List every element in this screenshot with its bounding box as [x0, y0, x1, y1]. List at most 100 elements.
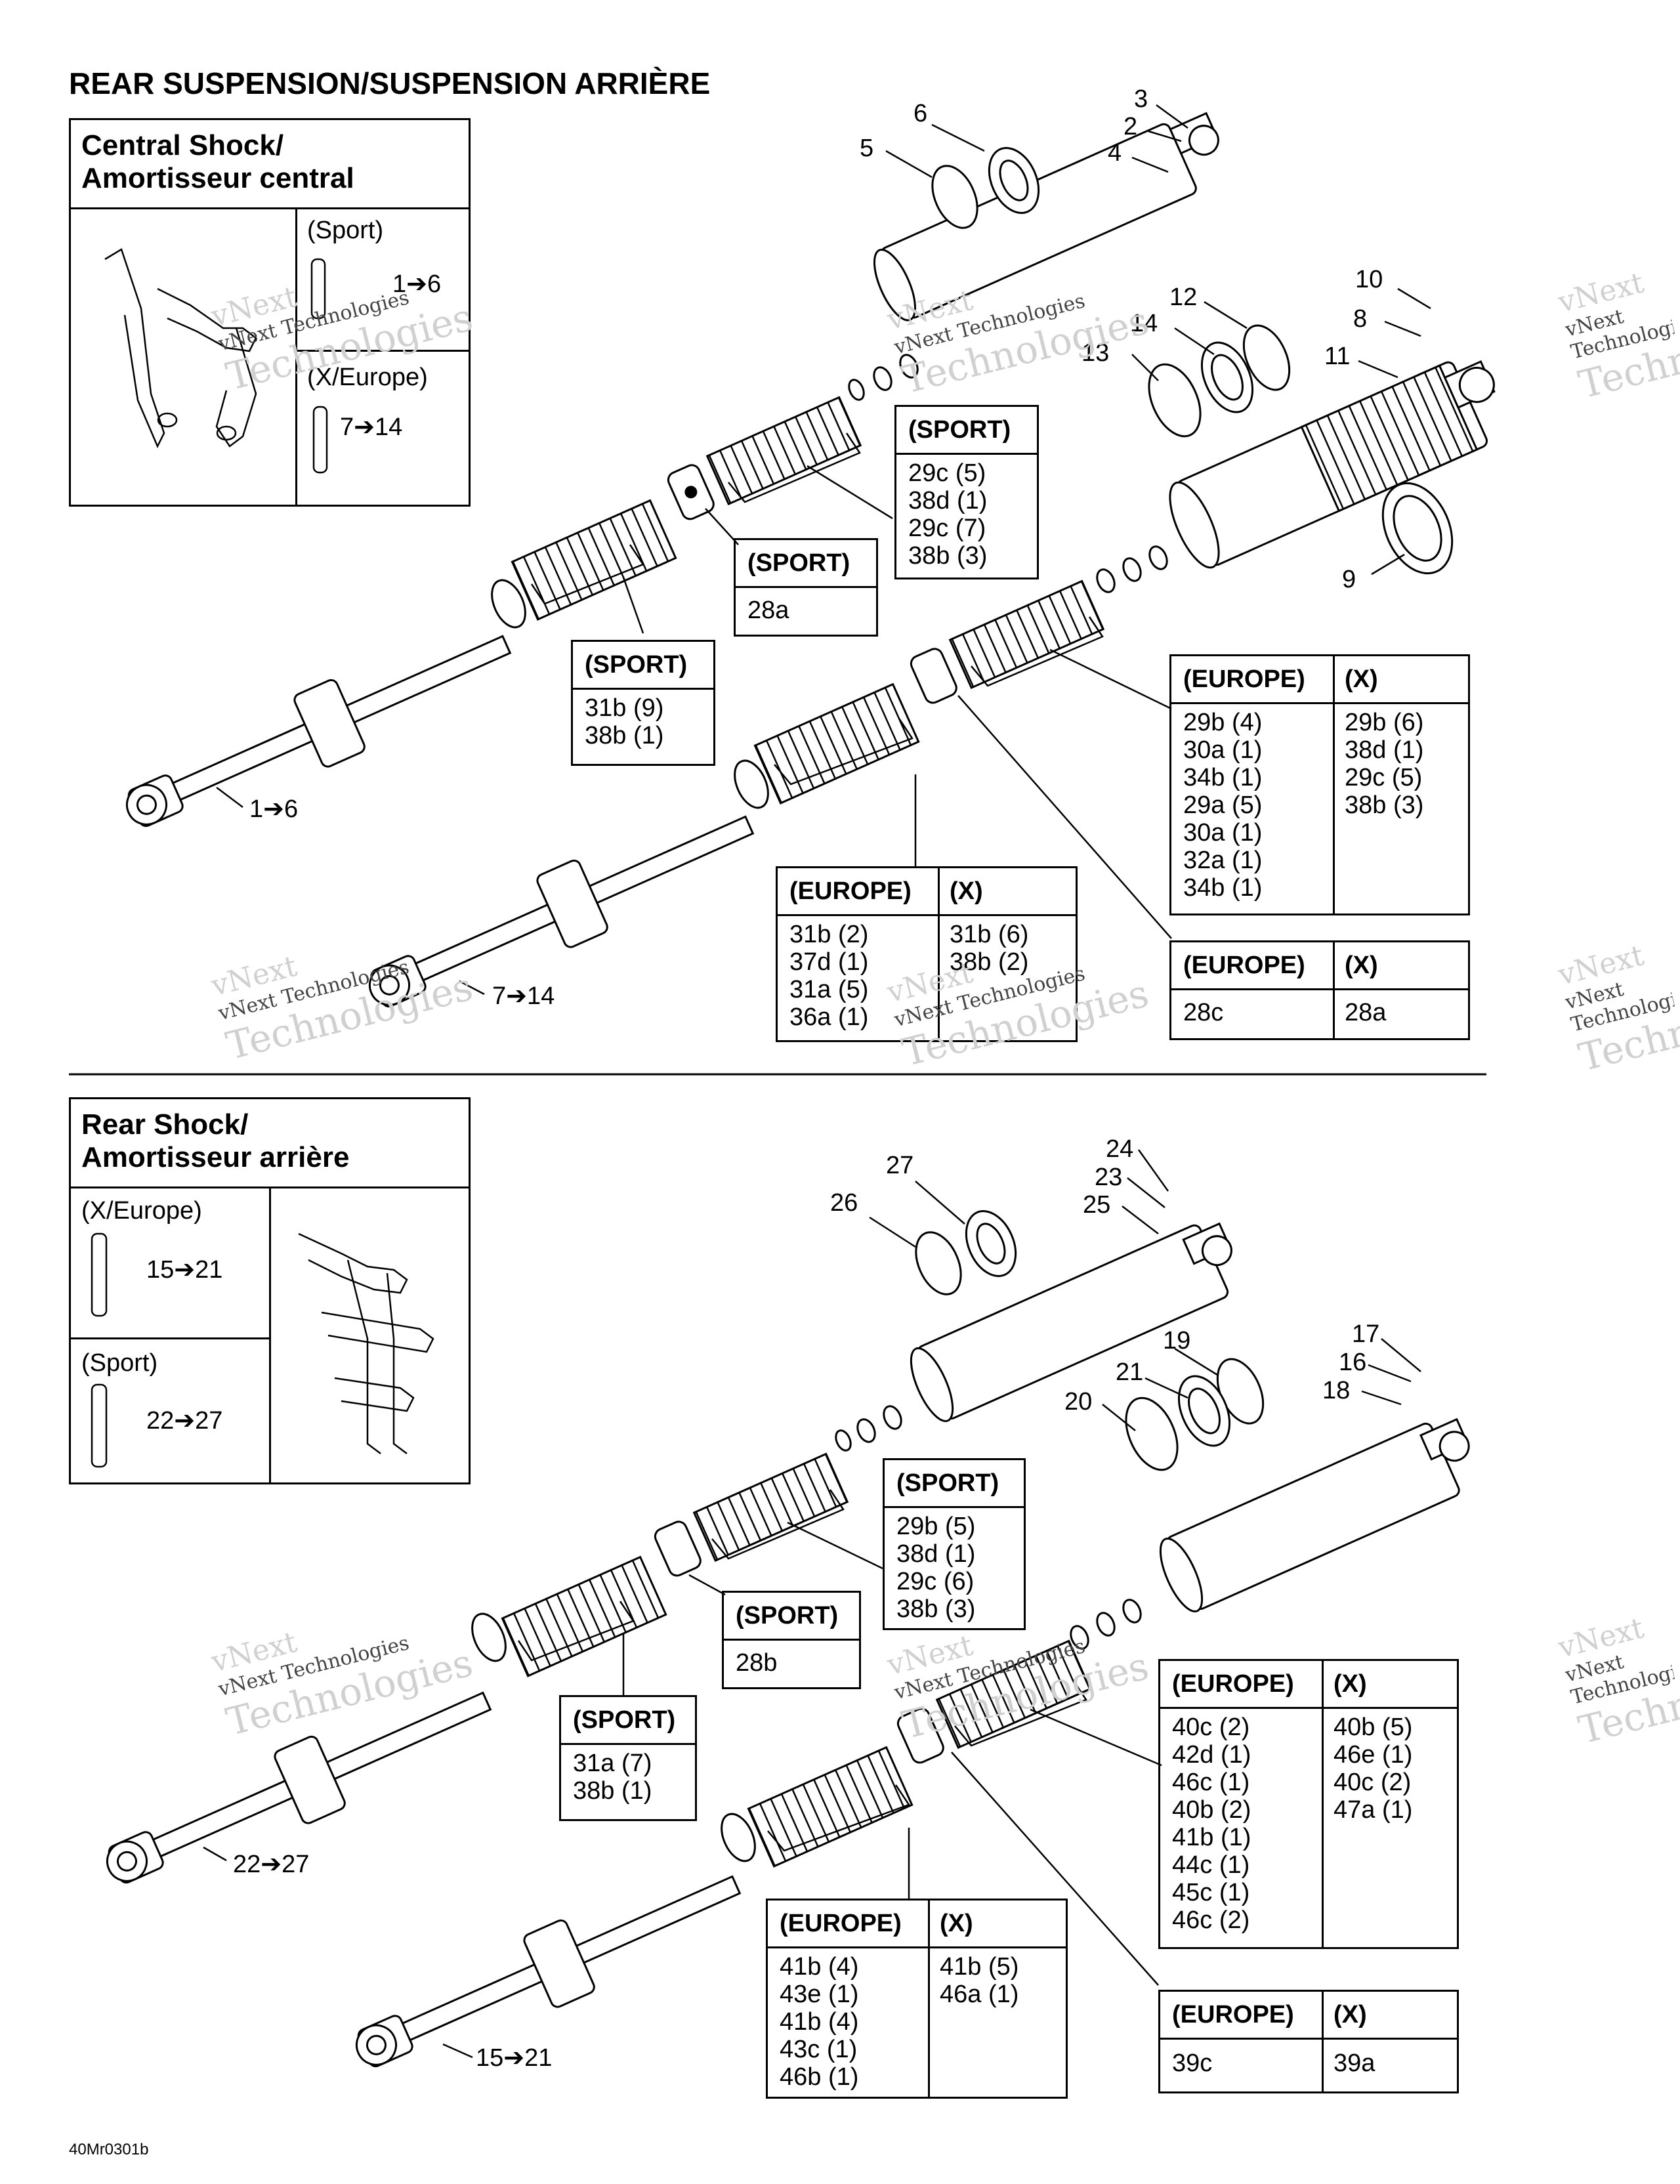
table-header: (X) [940, 1910, 973, 1937]
rear-x-europe-assembly [355, 1358, 1470, 2068]
callout-number: 9 [1342, 566, 1356, 593]
rear-sport-assembly [106, 1210, 1232, 1884]
x-europe-range-label: 15➔21 [146, 1256, 223, 1284]
x-europe-variant-label: (X/Europe) [81, 1197, 202, 1225]
table-header: (SPORT) [736, 1602, 839, 1629]
central-shock-title-line1: Central Shock/ [81, 129, 284, 161]
table-cell: 41b (5) 46a (1) [940, 1953, 1019, 2008]
table-cell: 31b (6) 38b (2) [950, 921, 1029, 976]
callout-number: 21 [1116, 1358, 1144, 1386]
callout-number: 5 [860, 135, 874, 162]
leader-lines [203, 104, 1431, 2059]
parts-table-europe-x: (EUROPE) (X) 29b (4) 30a (1) 34b (1) 29a… [1169, 654, 1470, 915]
parts-table-sport: (SPORT) 31a (7) 38b (1) [559, 1695, 697, 1821]
table-cell: 28a [747, 597, 789, 624]
table-header: (X) [1334, 2001, 1367, 2028]
central-shock-index-box: Central Shock/ Amortisseur central (Spor… [69, 118, 471, 507]
table-cell: 39c [1172, 2049, 1213, 2077]
inset-sketches [91, 248, 434, 1468]
callout-range: 15➔21 [476, 2044, 553, 2072]
divider [295, 207, 297, 505]
callout-range: 22➔27 [233, 1851, 310, 1878]
table-cell: 28b [736, 1649, 778, 1677]
table-cell: 29b (4) 30a (1) 34b (1) 29a (5) 30a (1) … [1183, 709, 1263, 902]
callout-number: 10 [1355, 266, 1383, 293]
sport-variant-label: (Sport) [81, 1349, 158, 1377]
callout-number: 19 [1163, 1327, 1191, 1354]
parts-table-sport: (SPORT) 29c (5) 38d (1) 29c (7) 38b (3) [894, 405, 1039, 579]
table-header: (EUROPE) [780, 1910, 902, 1937]
callout-number: 20 [1064, 1388, 1093, 1416]
callout-number: 8 [1353, 305, 1368, 333]
table-header: (EUROPE) [789, 877, 912, 905]
figure-code: 40Mr0301b [69, 2141, 149, 2158]
rear-shock-title-line2: Amortisseur arrière [81, 1141, 350, 1173]
table-cell: 40b (5) 46e (1) 40c (2) 47a (1) [1334, 1713, 1413, 1824]
callout-number: 14 [1130, 310, 1158, 337]
rear-shock-index-box: Rear Shock/ Amortisseur arrière (X/Europ… [69, 1097, 471, 1484]
divider [295, 350, 469, 352]
divider [71, 1337, 269, 1339]
table-cell: 29b (6) 38d (1) 29c (5) 38b (3) [1345, 709, 1424, 819]
parts-table-europe-x: (EUROPE) (X) 39c 39a [1158, 1990, 1459, 2093]
divider [71, 207, 469, 209]
table-header: (SPORT) [896, 1469, 999, 1497]
callout-number: 4 [1108, 139, 1122, 167]
x-europe-range-label: 7➔14 [340, 413, 403, 441]
table-cell: 41b (4) 43e (1) 41b (4) 43c (1) 46b (1) [780, 1953, 859, 2091]
table-header: (SPORT) [573, 1706, 676, 1734]
central-x-europe-assembly [368, 324, 1496, 1008]
parts-table-sport: (SPORT) 28b [722, 1591, 861, 1689]
parts-table-sport: (SPORT) 28a [734, 538, 878, 637]
table-header: (X) [1345, 665, 1378, 693]
callout-number: 11 [1324, 343, 1351, 370]
callout-number: 13 [1082, 339, 1110, 367]
table-cell: 31a (7) 38b (1) [573, 1750, 652, 1805]
table-cell: 29c (5) 38d (1) 29c (7) 38b (3) [908, 459, 988, 570]
callout-number: 18 [1322, 1377, 1351, 1404]
table-header: (SPORT) [747, 549, 850, 577]
divider [269, 1186, 271, 1482]
parts-table-europe-x: (EUROPE) (X) 31b (2) 37d (1) 31a (5) 36a… [776, 866, 1078, 1042]
callout-number: 25 [1083, 1191, 1111, 1219]
central-sport-assembly [125, 112, 1219, 828]
parts-table-europe-x: (EUROPE) (X) 40c (2) 42d (1) 46c (1) 40b… [1158, 1659, 1459, 1949]
table-header: (X) [950, 877, 983, 905]
table-cell: 31b (9) 38b (1) [585, 694, 664, 749]
table-header: (EUROPE) [1172, 2001, 1294, 2028]
table-header: (EUROPE) [1183, 665, 1305, 693]
callout-range: 7➔14 [492, 982, 555, 1010]
callout-number: 26 [830, 1189, 858, 1217]
table-header: (X) [1334, 1670, 1367, 1698]
callout-number: 16 [1339, 1349, 1367, 1376]
table-cell: 28a [1345, 999, 1387, 1026]
central-shock-title-line2: Amortisseur central [81, 162, 354, 194]
callout-number: 24 [1106, 1135, 1134, 1163]
callout-number: 17 [1352, 1320, 1380, 1348]
callout-number: 3 [1134, 85, 1148, 113]
table-header: (X) [1345, 952, 1378, 979]
table-header: (EUROPE) [1183, 952, 1305, 979]
parts-table-sport: (SPORT) 31b (9) 38b (1) [571, 640, 715, 766]
parts-table-sport: (SPORT) 29b (5) 38d (1) 29c (6) 38b (3) [883, 1458, 1026, 1630]
parts-table-europe-x: (EUROPE) (X) 41b (4) 43e (1) 41b (4) 43c… [766, 1899, 1068, 2099]
table-header: (SPORT) [908, 416, 1011, 444]
sport-range-label: 1➔6 [392, 270, 442, 298]
x-europe-variant-label: (X/Europe) [307, 364, 428, 391]
callout-number: 23 [1095, 1164, 1123, 1191]
sport-variant-label: (Sport) [307, 217, 384, 244]
callout-number: 2 [1124, 113, 1138, 140]
callout-range: 1➔6 [249, 795, 299, 823]
table-cell: 39a [1334, 2049, 1376, 2077]
callout-number: 27 [886, 1152, 914, 1179]
page-title: REAR SUSPENSION/SUSPENSION ARRIÈRE [69, 66, 711, 100]
table-header: (SPORT) [585, 651, 688, 679]
parts-table-europe-x: (EUROPE) (X) 28c 28a [1169, 940, 1470, 1040]
rear-shock-title-line1: Rear Shock/ [81, 1108, 249, 1141]
callout-number: 12 [1169, 284, 1198, 311]
callout-number: 6 [914, 100, 928, 127]
table-header: (EUROPE) [1172, 1670, 1294, 1698]
sport-range-label: 22➔27 [146, 1407, 223, 1435]
